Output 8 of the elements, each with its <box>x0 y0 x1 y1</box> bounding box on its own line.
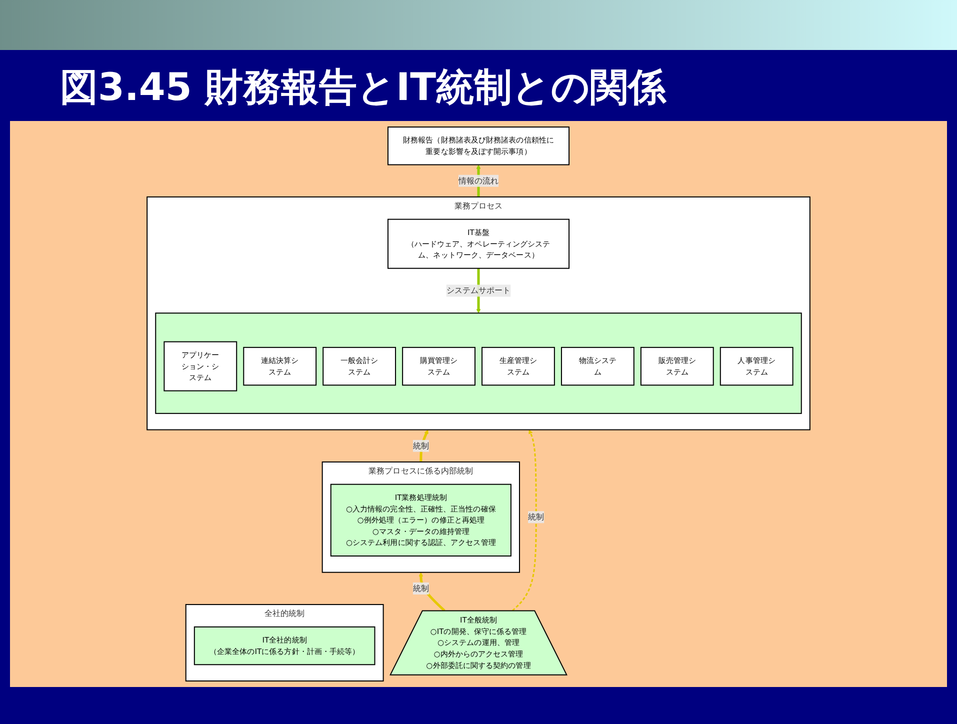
edge-label: 統制 <box>412 583 429 593</box>
edge-label: システムサポート <box>446 286 511 296</box>
arrow <box>512 430 537 612</box>
edge-label: 統制 <box>528 512 544 522</box>
cluster <box>155 312 802 414</box>
title: 図3.45 財務報告とIT統制との関係 <box>60 64 668 111</box>
edge-label: 統制 <box>412 440 429 450</box>
edge-label: 情報の流れ <box>458 176 499 186</box>
